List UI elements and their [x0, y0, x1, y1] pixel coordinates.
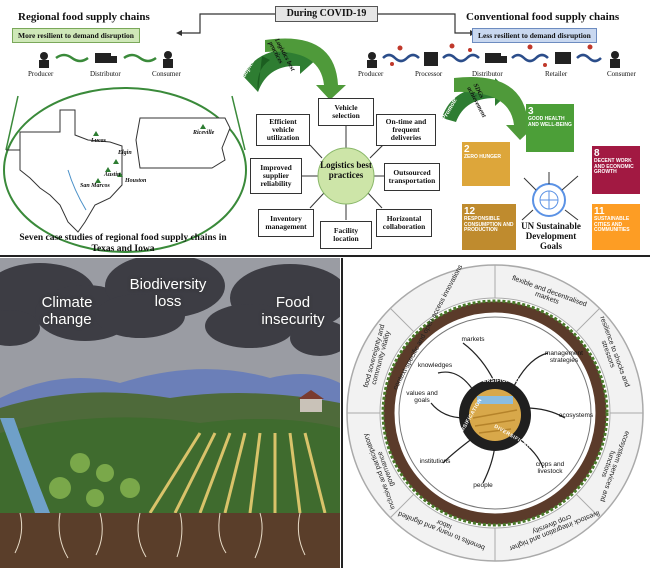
practice-outsourced-transport: Outsourced transportation	[384, 163, 440, 191]
regional-title: Regional food supply chains	[18, 11, 150, 23]
texas-map	[19, 109, 123, 233]
case-study-caption: Seven case studies of regional food supp…	[19, 233, 227, 254]
practice-vehicle-utilization: Efficient vehicle utilization	[256, 114, 310, 146]
agroecology-illustration: Climate change Biodiversity loss Food in…	[0, 258, 340, 568]
landscape-graphic	[0, 258, 340, 568]
diversification-diagram: context-specific and open access innovat…	[341, 258, 650, 568]
practice-inventory-mgmt: Inventory management	[258, 209, 314, 237]
sdg-3-num: 3	[528, 106, 534, 117]
right-bracket-line	[378, 13, 470, 34]
ring-dividers	[347, 265, 643, 561]
practice-vehicle-selection: Vehicle selection	[318, 98, 374, 126]
logistics-center-circle	[317, 147, 375, 205]
right-actor-retailer: Retailer	[545, 70, 568, 78]
city-lucas: Lucas	[91, 138, 106, 144]
city-houston: Houston	[125, 178, 147, 184]
roots	[14, 512, 306, 559]
right-actor-producer: Producer	[358, 70, 384, 78]
spoke-institutions: institutions	[419, 458, 451, 465]
case-study-markers	[93, 124, 206, 183]
sdg-achievement-arrow	[454, 76, 536, 140]
spoke-knowledges: knowledges	[417, 362, 453, 369]
top-graphics	[3, 13, 620, 253]
sdg-12-num: 12	[464, 206, 476, 217]
cloud-food-insecurity: Food insecurity	[261, 294, 325, 329]
left-bracket-line	[182, 13, 275, 34]
soil-ring	[383, 301, 607, 525]
left-actor-producer: Producer	[28, 70, 54, 78]
city-elgin: Elgin	[118, 150, 132, 156]
sdg-8-num: 8	[594, 148, 600, 159]
spoke-crops-livestock: crops and livestock	[535, 461, 565, 476]
conventional-title: Conventional food supply chains	[466, 11, 620, 23]
cloud-biodiversity-loss: Biodiversity loss	[129, 276, 207, 311]
sdg-2-num: 2	[464, 144, 470, 155]
left-actor-distributor: Distributor	[90, 70, 121, 78]
right-actor-consumer: Consumer	[607, 70, 636, 78]
practice-supplier-reliability: Improved supplier reliability	[250, 158, 302, 194]
soil-layer	[0, 513, 340, 568]
right-actor-processor: Processor	[415, 70, 443, 78]
storm-clouds	[0, 258, 340, 356]
city-san-marcos: San Marcos	[80, 183, 110, 189]
sdg-3-text: GOOD HEALTH AND WELL-BEING	[528, 116, 572, 128]
logistics-panel: During COVID-19 Regional food supply cha…	[0, 0, 650, 257]
spoke-markets: markets	[461, 336, 485, 343]
practice-on-time-deliveries: On-time and frequent deliveries	[376, 114, 436, 146]
logistics-practices-arrow	[265, 38, 346, 100]
city-riceville: Riceville	[193, 130, 215, 136]
logistics-center-label: Logistics best practices	[320, 160, 372, 180]
sdg-2-text: ZERO HUNGER	[464, 154, 501, 160]
iowa-map	[135, 117, 231, 169]
practice-facility-location: Facility location	[320, 221, 372, 249]
left-actor-consumer: Consumer	[152, 70, 181, 78]
practice-horizontal-collab: Horizontal collaboration	[376, 209, 432, 237]
conventional-chain-icons	[367, 43, 620, 68]
ring-graphic	[346, 264, 644, 562]
city-austin: Austin	[104, 172, 121, 178]
covid-title: During COVID-19	[275, 6, 378, 22]
less-resilient-tag: Less resilient to demand disruption	[472, 28, 597, 43]
spoke-management-strategies: management strategies	[545, 350, 583, 365]
sdg-8-text: DECENT WORK AND ECONOMIC GROWTH	[594, 158, 634, 175]
sdg-11-text: SUSTAINABLE CITIES AND COMMUNITIES	[594, 216, 630, 233]
cloud-climate-change: Climate change	[41, 294, 93, 329]
crop-rows	[148, 432, 327, 514]
spoke-people: people	[473, 482, 493, 489]
right-actor-distributor: Distributor	[472, 70, 503, 78]
sdg-12-text: RESPONSIBLE CONSUMPTION AND PRODUCTION	[464, 216, 514, 233]
regional-chain-icons	[39, 51, 173, 68]
more-resilient-tag: More resilient to demand disruption	[12, 28, 140, 43]
spoke-ecosystems: ecosystems	[558, 412, 594, 419]
sdg-11-num: 11	[594, 206, 605, 217]
un-sdg-label: UN Sustainable Development Goals	[521, 221, 581, 251]
spoke-values-goals: values and goals	[406, 390, 438, 405]
hub-word-top: DIVERSIFICATION	[473, 378, 524, 384]
left-arrowhead-icon	[176, 30, 182, 36]
